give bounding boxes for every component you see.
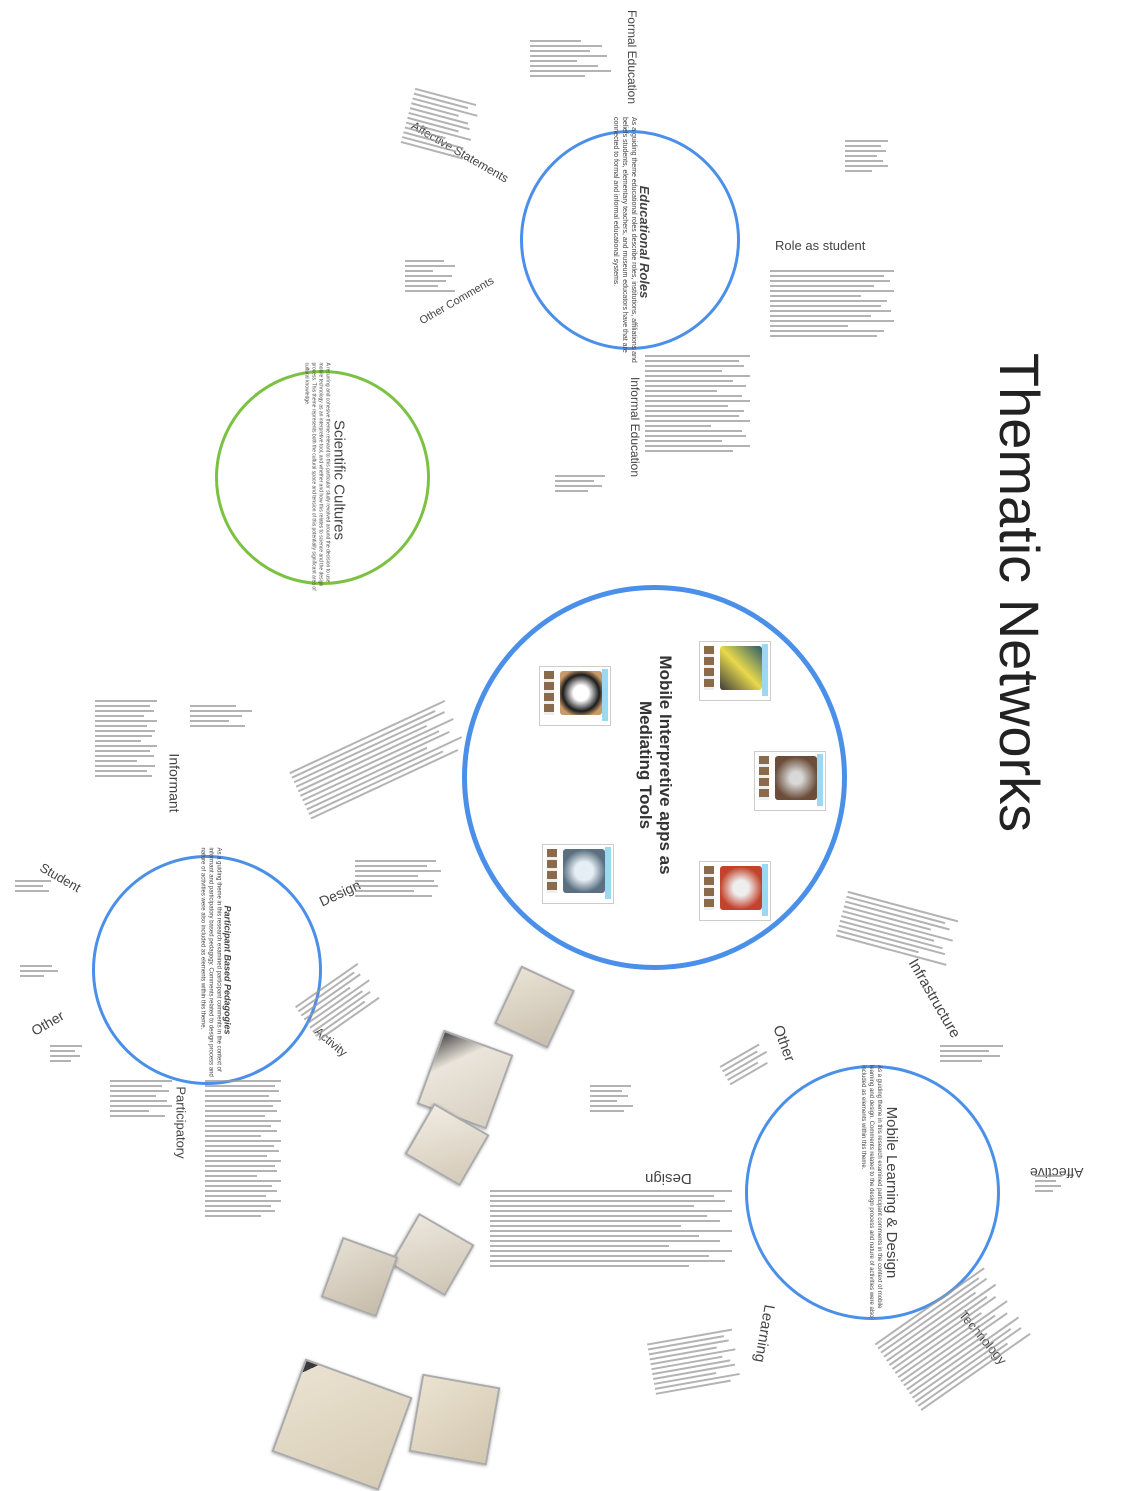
excerpt-block	[289, 696, 490, 854]
participant-pedagogies-text: Participant Based Pedagogies As a guidin…	[183, 848, 233, 1093]
mobile-learning-body: As a guiding theme in this research exam…	[860, 1065, 882, 1318]
excerpt-block	[110, 1080, 175, 1155]
educational-roles-text: Educational Roles As a guiding theme edu…	[610, 117, 652, 367]
mobile-learning-heading: Mobile Learning & Design	[883, 1106, 900, 1279]
excerpt-block	[205, 1080, 285, 1310]
excerpt-block	[555, 475, 610, 510]
theme-circle-scientific-cultures[interactable]	[215, 370, 430, 585]
excerpt-block	[20, 965, 60, 995]
label-participatory: Participatory	[173, 1086, 189, 1159]
artifact-photo[interactable]	[408, 1373, 501, 1466]
artifact-photo[interactable]	[320, 1236, 399, 1318]
app-screenshot[interactable]	[539, 666, 611, 726]
label-other-right: Other	[769, 1022, 799, 1065]
participant-pedagogies-body: As a guiding theme in this research exam…	[199, 847, 222, 1077]
mobile-learning-text: Mobile Learning & Design As a guiding th…	[845, 1065, 900, 1320]
excerpt-block	[770, 270, 900, 380]
excerpt-block	[50, 1045, 85, 1095]
artifact-photo[interactable]	[494, 965, 575, 1049]
app-screenshot[interactable]	[699, 641, 771, 701]
excerpt-block	[405, 260, 460, 350]
excerpt-block	[355, 860, 445, 930]
app-screenshot[interactable]	[542, 844, 614, 904]
excerpt-block	[490, 1190, 745, 1310]
participant-pedagogies-heading: Participant Based Pedagogies	[222, 905, 233, 1035]
excerpt-block	[940, 1045, 1010, 1080]
artifact-photo[interactable]	[389, 1212, 475, 1297]
label-other-left: Other	[28, 1007, 67, 1039]
scientific-cultures-body: A recurring and cohesive theme relevant …	[303, 362, 331, 591]
excerpt-block	[15, 880, 55, 915]
excerpt-block	[530, 40, 615, 100]
theme-circle-mobile-learning[interactable]	[745, 1065, 1000, 1320]
scientific-cultures-heading: Scientific Cultures	[330, 419, 348, 541]
theme-circle-educational-roles[interactable]	[520, 130, 740, 350]
label-design-lower: Design	[645, 1170, 692, 1187]
excerpt-block	[190, 705, 255, 745]
app-screenshot[interactable]	[754, 751, 826, 811]
excerpt-block	[590, 1085, 635, 1155]
excerpt-block	[826, 890, 964, 1004]
scientific-cultures-text: Scientific Cultures A recurring and cohe…	[298, 363, 348, 598]
label-role-as-student: Role as student	[775, 238, 866, 253]
label-learning: Learning	[750, 1303, 778, 1364]
excerpt-block	[1035, 1175, 1065, 1215]
educational-roles-heading: Educational Roles	[637, 185, 652, 299]
label-formal-education: Formal Education	[625, 9, 640, 105]
label-informant: Informant	[166, 753, 183, 813]
excerpt-block	[645, 355, 755, 520]
artifact-photo[interactable]	[271, 1358, 413, 1491]
label-informal-education: Informal Education	[628, 376, 643, 478]
excerpt-block	[95, 700, 160, 830]
educational-roles-body: As a guiding theme educational roles des…	[612, 117, 637, 363]
theme-circle-mobile-interpretive[interactable]	[462, 585, 847, 970]
theme-circle-participant-pedagogies[interactable]	[92, 855, 322, 1085]
excerpt-block	[845, 140, 890, 220]
page-title: Thematic Networks	[988, 352, 1052, 833]
excerpt-block	[647, 1328, 753, 1442]
mobile-interpretive-heading: Mobile Interpretive apps as Mediating To…	[636, 655, 675, 875]
excerpt-block	[387, 87, 483, 212]
app-screenshot[interactable]	[699, 861, 771, 921]
